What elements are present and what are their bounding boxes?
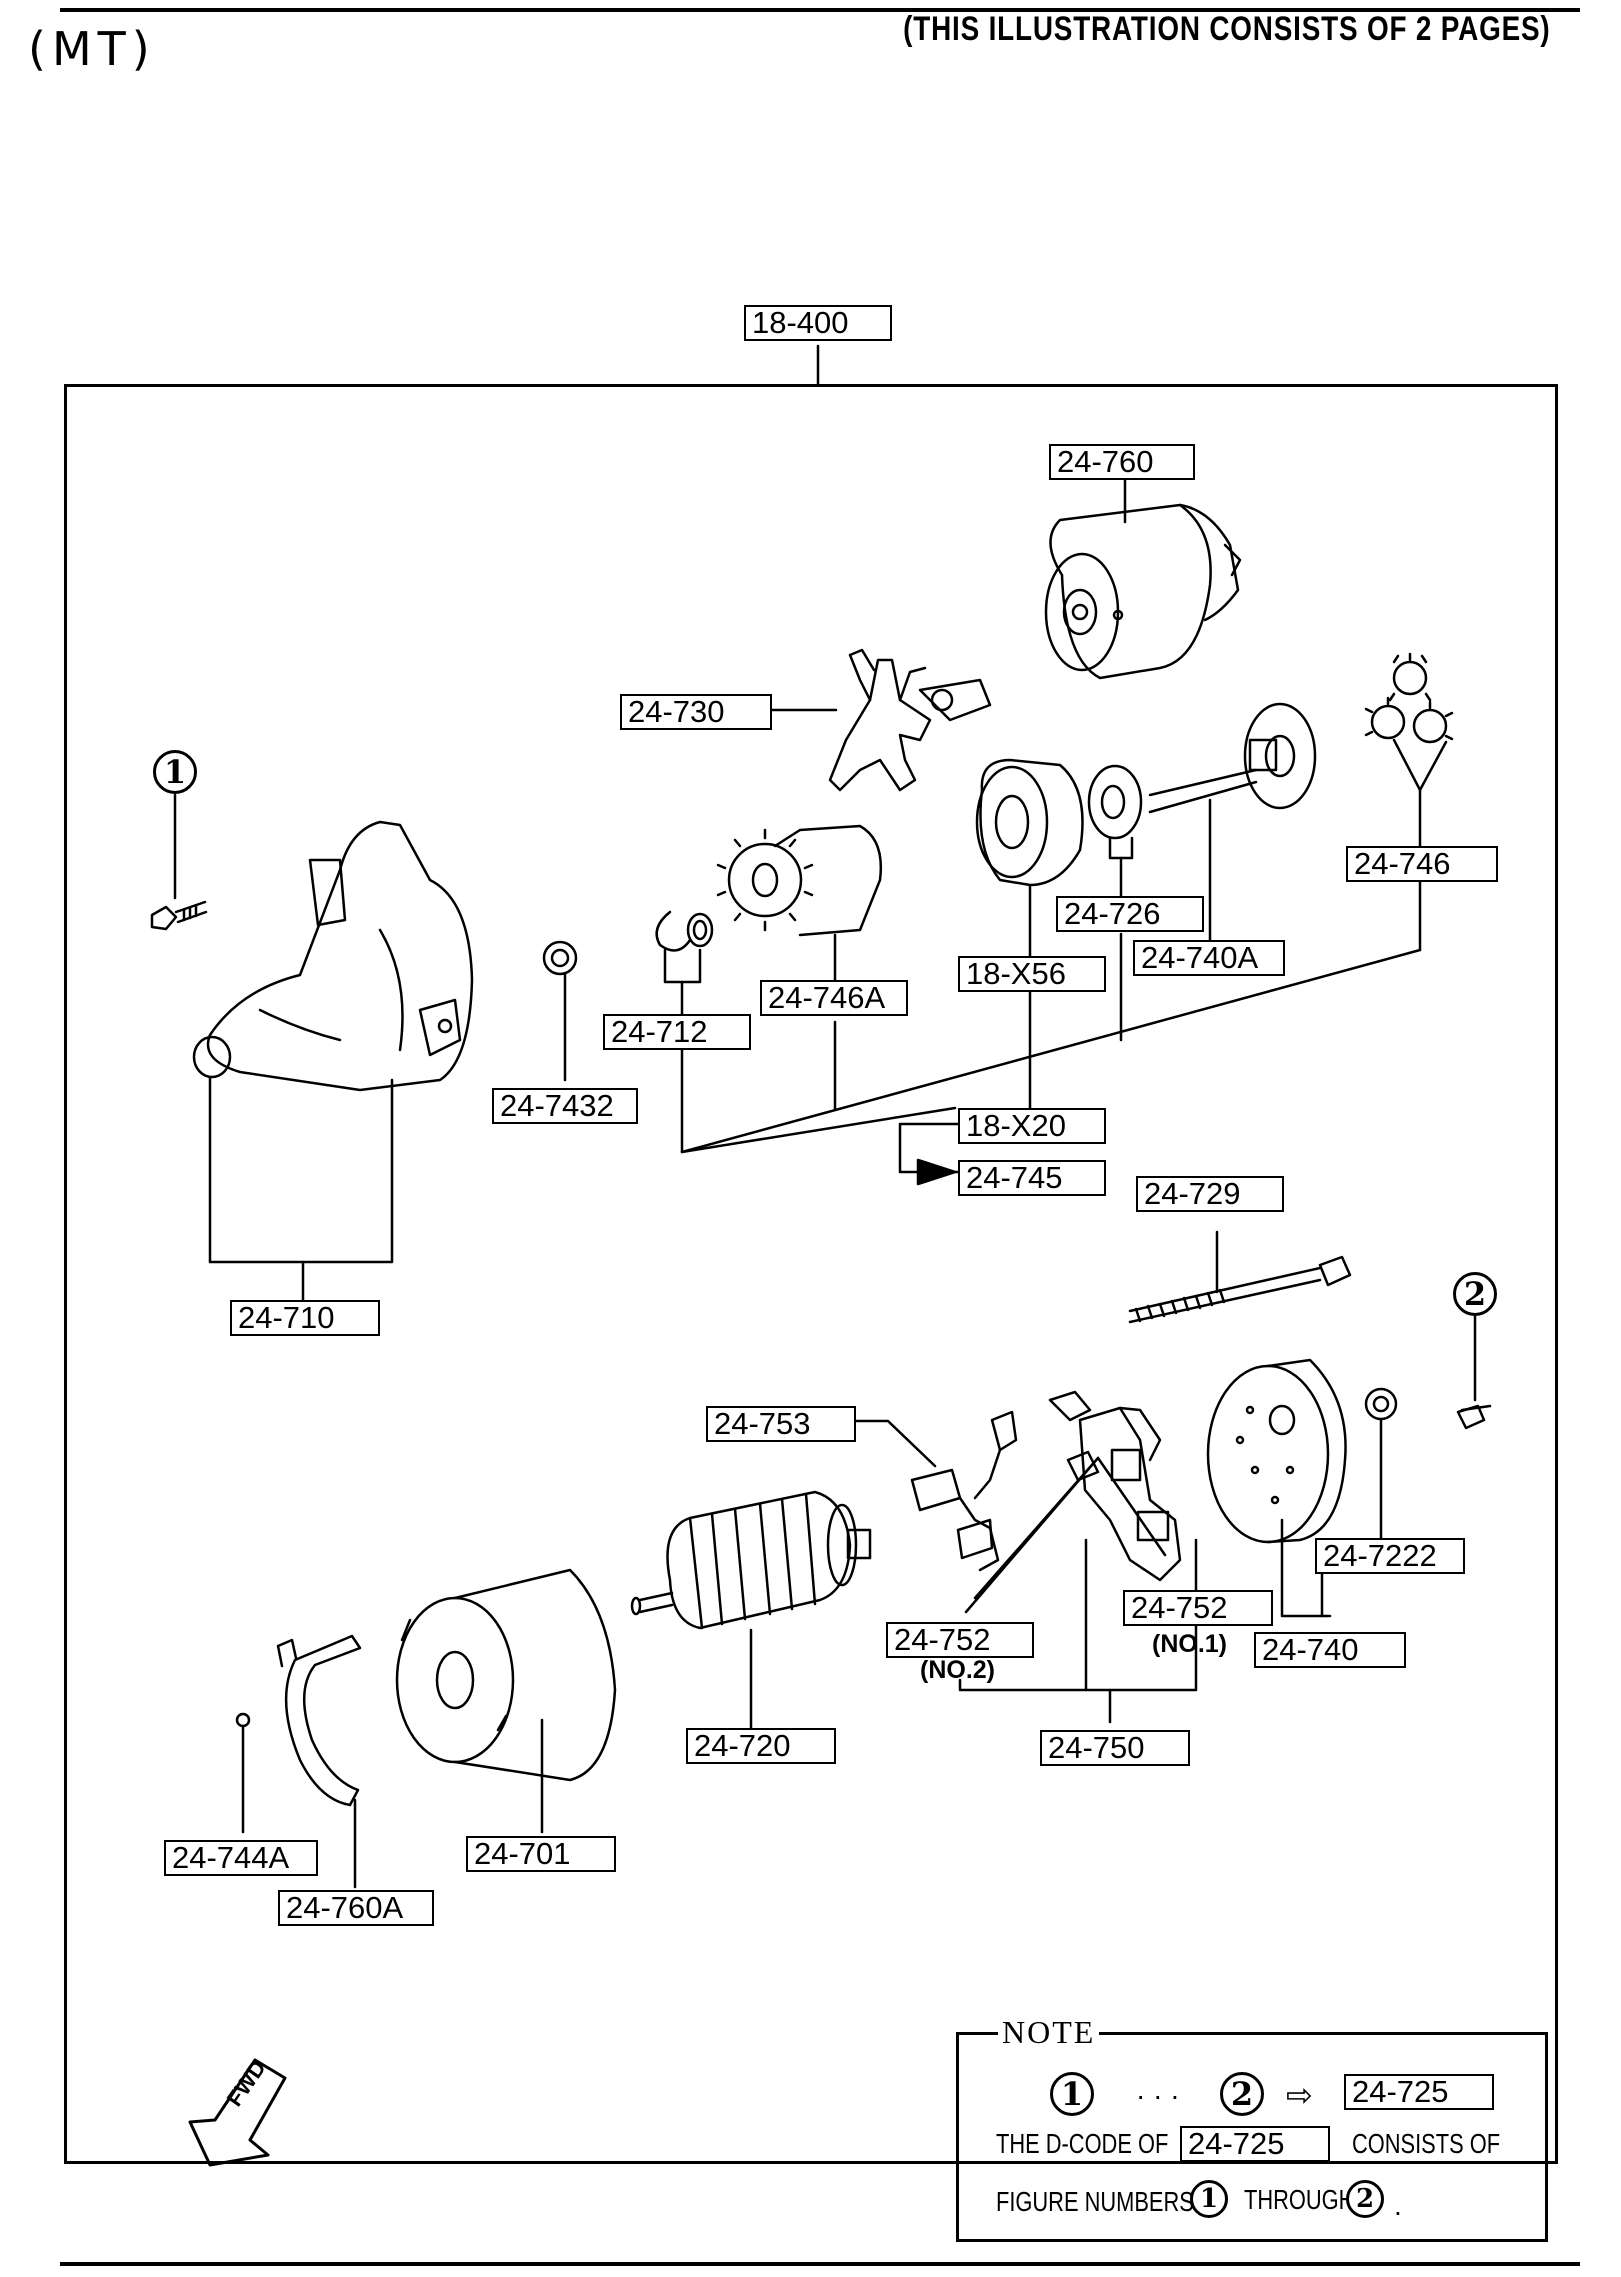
planet-shaft-drawing — [1087, 702, 1317, 860]
note-line2-code[interactable]: 24-725 — [1180, 2126, 1330, 2162]
armature-drawing — [630, 1490, 872, 1630]
drive-lever-drawing — [828, 648, 992, 792]
note-arrow-icon: ⇨ — [1286, 2077, 1313, 2113]
bolt-2-drawing — [1456, 1404, 1492, 1430]
solenoid-drawing — [1044, 503, 1242, 680]
note-line3-prefix: FIGURE NUMBERS — [996, 2186, 1194, 2217]
bushing-drawing — [542, 940, 578, 976]
sublabel-no1: (NO.1) — [1152, 1630, 1227, 1658]
code-24-7222[interactable]: 24-7222 — [1315, 1538, 1465, 1574]
code-24-720[interactable]: 24-720 — [686, 1728, 836, 1764]
code-24-746[interactable]: 24-746 — [1346, 846, 1498, 882]
rear-bushing-drawing — [1364, 1387, 1398, 1421]
code-24-760[interactable]: 24-760 — [1049, 444, 1195, 480]
code-24-729[interactable]: 24-729 — [1136, 1176, 1284, 1212]
code-24-740a[interactable]: 24-740A — [1133, 940, 1285, 976]
callout-2: 2 — [1453, 1272, 1497, 1316]
top-rule — [60, 8, 1580, 12]
code-18-x20[interactable]: 18-X20 — [958, 1108, 1106, 1144]
code-24-753[interactable]: 24-753 — [706, 1406, 856, 1442]
code-24-712[interactable]: 24-712 — [603, 1014, 751, 1050]
code-24-752-no1[interactable]: 24-752 — [1123, 1590, 1273, 1626]
rear-cover-drawing — [1206, 1358, 1347, 1544]
brush-drawing — [910, 1410, 1018, 1572]
note-line2-prefix: THE D-CODE OF — [996, 2128, 1169, 2159]
code-24-726[interactable]: 24-726 — [1056, 896, 1204, 932]
code-24-746a[interactable]: 24-746A — [760, 980, 908, 1016]
snap-rings-drawing — [655, 910, 714, 952]
note-box — [956, 2032, 1548, 2242]
note-line3-mid: THROUGH — [1244, 2184, 1355, 2215]
note-line3-from: 1 — [1190, 2180, 1228, 2218]
code-24-730[interactable]: 24-730 — [620, 694, 772, 730]
steel-ball-drawing — [235, 1712, 251, 1728]
brush-holder-drawing — [1048, 1390, 1182, 1582]
code-24-740[interactable]: 24-740 — [1254, 1632, 1406, 1668]
note-line3-end: . — [1394, 2190, 1402, 2221]
through-bolt-drawing — [1128, 1255, 1352, 1324]
assembly-frame — [64, 384, 1558, 2164]
code-24-710[interactable]: 24-710 — [230, 1300, 380, 1336]
code-24-750[interactable]: 24-750 — [1040, 1730, 1190, 1766]
bolt-1-drawing — [150, 900, 208, 931]
fwd-arrow-icon — [188, 2058, 287, 2167]
end-cover-drawing — [276, 1634, 362, 1807]
assembly-code-18-400[interactable]: 18-400 — [744, 305, 892, 341]
note-target-code[interactable]: 24-725 — [1344, 2074, 1494, 2110]
code-24-744a[interactable]: 24-744A — [164, 1840, 318, 1876]
sublabel-no2: (NO.2) — [920, 1656, 995, 1684]
note-line3-to: 2 — [1346, 2180, 1384, 2218]
yoke-drawing — [395, 1568, 617, 1782]
code-24-752-no2[interactable]: 24-752 — [886, 1622, 1034, 1658]
planet-gears-drawing — [1364, 652, 1454, 744]
pages-note: (THIS ILLUSTRATION CONSISTS OF 2 PAGES) — [903, 10, 1551, 48]
callout-1: 1 — [153, 750, 197, 794]
bottom-rule — [60, 2262, 1580, 2266]
code-24-760a[interactable]: 24-760A — [278, 1890, 434, 1926]
code-18-x56[interactable]: 18-X56 — [958, 956, 1106, 992]
note-callout-from: 1 — [1050, 2072, 1094, 2116]
note-title: NOTE — [998, 2014, 1100, 2051]
gear-case-drawing — [975, 758, 1084, 887]
note-dots: · · · — [1136, 2080, 1180, 2111]
overrunning-clutch-drawing — [716, 824, 882, 937]
front-housing-drawing — [192, 820, 474, 1092]
note-callout-to: 2 — [1220, 2072, 1264, 2116]
code-24-701[interactable]: 24-701 — [466, 1836, 616, 1872]
variant-label: (MT) — [28, 22, 156, 76]
note-line2-suffix: CONSISTS OF — [1352, 2128, 1501, 2159]
code-24-745[interactable]: 24-745 — [958, 1160, 1106, 1196]
code-24-7432[interactable]: 24-7432 — [492, 1088, 638, 1124]
